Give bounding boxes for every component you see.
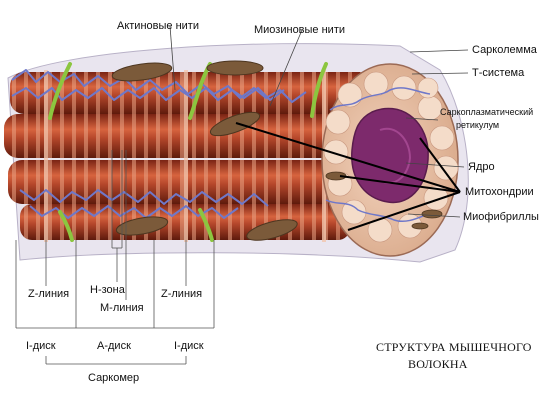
diagram-title-line1: СТРУКТУРА МЫШЕЧНОГО — [376, 340, 532, 354]
label-nucleus: Ядро — [468, 161, 495, 173]
nucleus — [351, 107, 429, 204]
label-sarcoplasmic-reticulum-line2: ретикулум — [456, 120, 500, 130]
myofibril-bundle — [4, 70, 384, 242]
label-a-disc: А-диск — [97, 340, 131, 352]
mitochondrion — [209, 111, 261, 137]
mitochondrion — [206, 60, 264, 76]
label-i-disc-right: I-диск — [174, 340, 204, 352]
fiber-cross-section — [321, 63, 459, 257]
z-disc-band — [44, 70, 48, 242]
mitochondrion — [246, 219, 298, 241]
label-sarcolemma: Сарколемма — [472, 44, 537, 56]
z-disc-band — [184, 70, 188, 242]
mitochondrion — [115, 216, 169, 236]
diagram-title-line2: ВОЛОКНА — [408, 357, 468, 371]
label-myosin-filaments: Миозиновые нити — [254, 24, 346, 36]
label-mitochondria: Митохондрии — [465, 186, 534, 198]
label-i-disc-left: I-диск — [26, 340, 56, 352]
mitochondria-pointers — [235, 122, 461, 231]
label-z-line-right: Z-линия — [161, 288, 203, 300]
label-m-line: М-линия — [100, 302, 144, 314]
label-sarcomere: Саркомер — [88, 372, 140, 384]
label-sarcoplasmic-reticulum-line1: Саркоплазматический — [440, 107, 534, 117]
label-actin-filaments: Актиновые нити — [117, 20, 199, 32]
sarcomere-brackets — [15, 150, 215, 365]
label-t-system: Т-система — [472, 67, 525, 79]
label-myofibrils: Миофибриллы — [463, 211, 539, 223]
label-h-zone: Н-зона — [90, 284, 125, 296]
mitochondrion — [111, 62, 173, 82]
label-z-line-left: Z-линия — [28, 288, 70, 300]
leader-lines — [169, 25, 469, 218]
mitochondria-group — [111, 60, 298, 241]
t-tubule-system — [48, 62, 328, 242]
